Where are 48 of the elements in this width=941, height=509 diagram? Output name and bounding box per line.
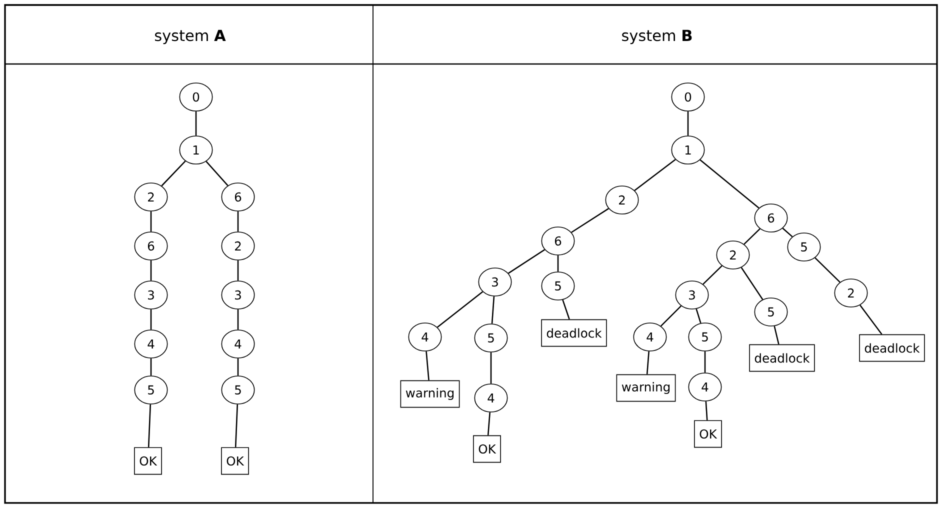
connector-line [814, 257, 840, 283]
connector-line [161, 160, 186, 186]
connector-line [490, 352, 492, 384]
connector-line [774, 326, 780, 344]
connector-line [740, 267, 764, 300]
connector-line [700, 159, 760, 209]
connector-line [705, 401, 708, 420]
connector-line [562, 300, 570, 320]
connector-line [237, 309, 239, 330]
connector-line [696, 308, 702, 324]
connector-line [426, 351, 430, 380]
result-box: OK [473, 435, 501, 463]
connector-line [557, 255, 559, 272]
result-box: OK [134, 447, 162, 475]
connector-line [436, 291, 484, 328]
connector-line [491, 296, 495, 324]
connector-line [150, 211, 152, 232]
connector-line [646, 351, 650, 374]
connector-line [195, 111, 197, 136]
result-box: warning [400, 380, 460, 408]
connector-line [634, 159, 676, 191]
result-box: warning [616, 374, 676, 402]
result-box: deadlock [859, 334, 925, 362]
connector-line [702, 265, 722, 285]
connector-line [744, 228, 760, 245]
connector-line [150, 309, 152, 330]
connector-line [660, 305, 682, 327]
connector-line [571, 208, 609, 233]
connector-line [237, 211, 239, 232]
column-header: system A [155, 30, 226, 44]
connector-line [782, 228, 793, 238]
connector-line [487, 412, 491, 436]
connector-line [508, 249, 545, 274]
result-box: deadlock [749, 344, 815, 372]
result-box: OK [221, 447, 249, 475]
connector-line [860, 304, 882, 335]
connector-line [237, 260, 239, 281]
connector-line [237, 358, 239, 376]
connector-line [150, 358, 152, 376]
connector-line [150, 260, 152, 281]
column-header: system B [622, 30, 692, 44]
connector-line [206, 160, 228, 186]
connector-line [704, 351, 706, 373]
connector-line [148, 404, 152, 448]
connector-line [687, 111, 689, 136]
result-box: deadlock [541, 319, 607, 347]
result-box: OK [694, 420, 722, 448]
connector-line [234, 404, 238, 448]
